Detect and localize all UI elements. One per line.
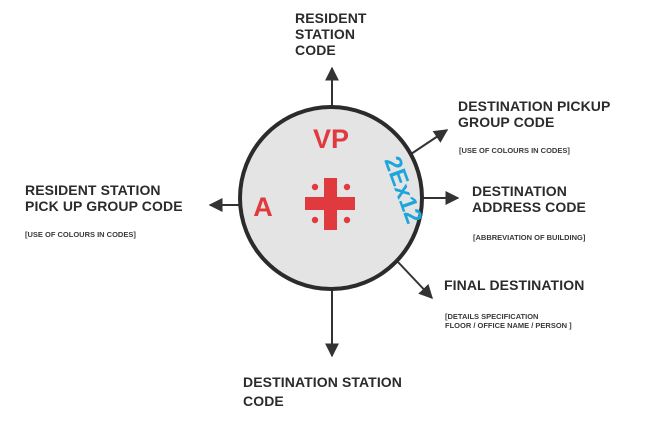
code-a: A <box>253 192 273 222</box>
label-final-destination: FINAL DESTINATION <box>444 277 585 293</box>
code-vp: VP <box>313 124 349 154</box>
label-resident-station-code: RESIDENT STATION CODE <box>295 10 367 58</box>
note-final-destination: [DETAILS SPECIFICATION FLOOR / OFFICE NA… <box>445 312 572 330</box>
cross-with-dots-icon <box>305 178 355 230</box>
arrow-down-right <box>397 261 433 300</box>
note-destination-pickup: [USE OF COLOURS IN CODES] <box>459 146 570 155</box>
label-destination-station-code: DESTINATION STATION CODE <box>243 374 403 409</box>
note-resident-station-pickup: [USE OF COLOURS IN CODES] <box>25 230 136 239</box>
label-resident-station-pickup-group-code: RESIDENT STATION PICK UP GROUP CODE <box>25 182 183 214</box>
note-destination-address: [ABBREVIATION OF BUILDING] <box>473 233 586 242</box>
label-destination-address-code: DESTINATION ADDRESS CODE <box>472 183 586 215</box>
label-destination-pickup-group-code: DESTINATION PICKUP GROUP CODE <box>458 98 611 130</box>
